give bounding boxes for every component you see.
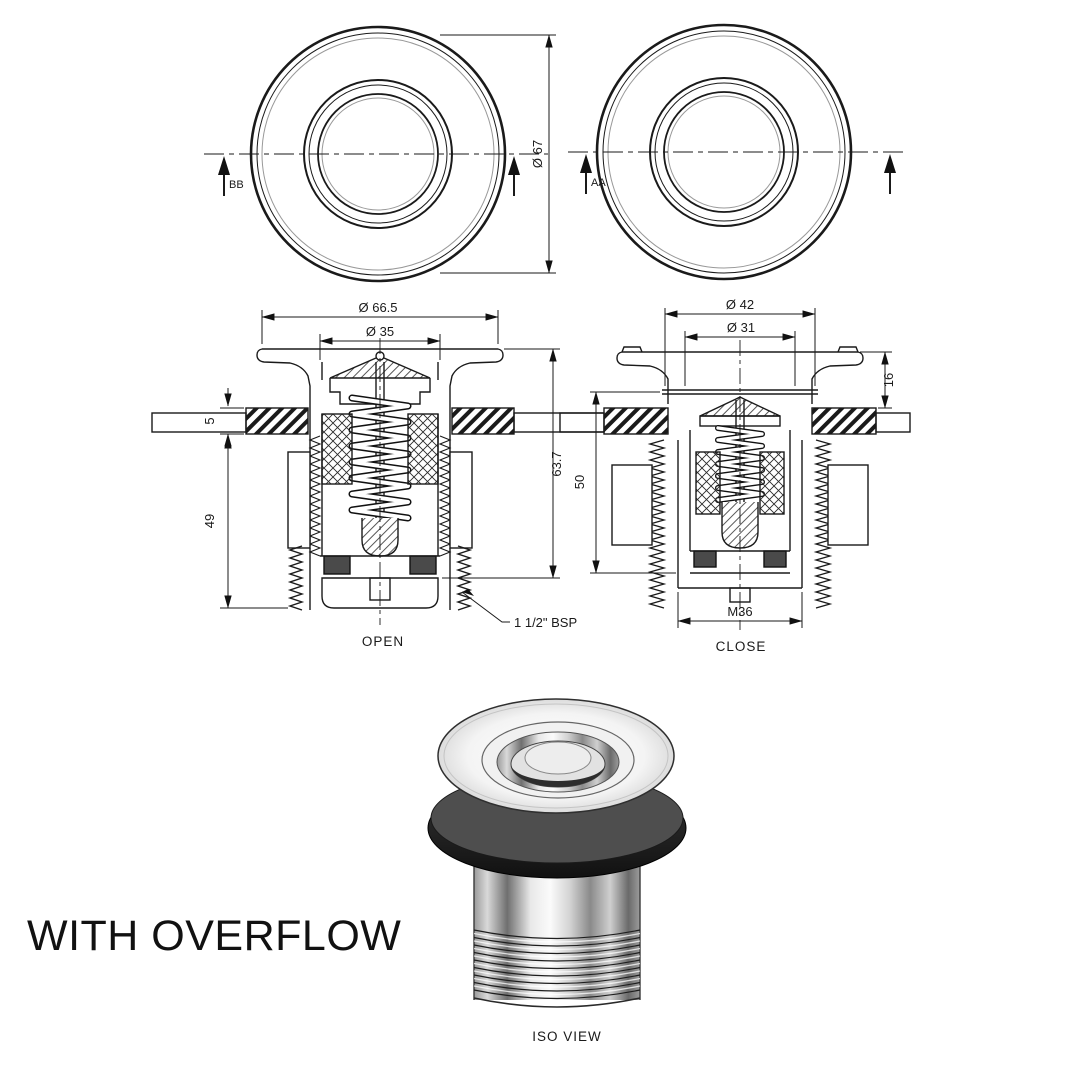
section-arrow-aa-left xyxy=(580,154,592,194)
section-view-open xyxy=(151,310,609,625)
sink-plate-left xyxy=(559,412,605,433)
dim-label-open-thread-length: 49 xyxy=(202,514,217,528)
packing-crosshatch-right xyxy=(759,451,785,515)
inner-thread-right xyxy=(438,435,452,557)
sink-plate-right xyxy=(875,412,911,433)
backnut-right xyxy=(449,451,473,549)
section-arrow-bb-left xyxy=(218,156,230,196)
external-thread-left xyxy=(287,545,305,611)
iso-overflow-gap xyxy=(511,764,605,787)
backnut-right xyxy=(827,464,869,546)
dims-open xyxy=(220,310,560,623)
view-label-open: OPEN xyxy=(362,634,404,649)
dim-label-close-cap-dia: Ø 42 xyxy=(726,297,754,312)
dims-close xyxy=(590,308,892,628)
packing-crosshatch-left xyxy=(321,413,353,485)
bsp-leader xyxy=(461,591,510,623)
bottom-cup xyxy=(321,577,439,609)
dim-top-outer-dia xyxy=(440,34,556,274)
seal-left xyxy=(693,550,717,568)
sink-deck-right xyxy=(451,407,515,435)
flange-profile xyxy=(256,348,504,402)
flange-profile xyxy=(616,351,864,404)
iso-plug-top xyxy=(524,741,592,775)
dim-label-open-thread-spec: 1 1/2" BSP xyxy=(514,615,577,630)
sink-deck-left xyxy=(245,407,309,435)
dim-label-open-inner-dia: Ø 35 xyxy=(366,324,394,339)
sink-deck-right xyxy=(811,407,877,435)
backnut-left xyxy=(611,464,653,546)
top-view-bb xyxy=(204,25,556,283)
iso-flange xyxy=(437,698,675,814)
view-label-iso: ISO VIEW xyxy=(532,1029,602,1044)
dim-label-open-flange-dia: Ø 66.5 xyxy=(358,300,397,315)
backnut-left xyxy=(287,451,311,549)
seal-right xyxy=(409,555,437,575)
dim-label-close-thread-spec: M36 xyxy=(727,604,752,619)
section-label-bb: BB xyxy=(229,179,244,191)
packing-crosshatch-right xyxy=(407,413,439,485)
view-label-close: CLOSE xyxy=(716,639,767,654)
iso-view xyxy=(427,698,687,1008)
section-view-close xyxy=(559,308,911,630)
seal-right xyxy=(763,550,787,568)
dim-label-open-deck-thickness: 5 xyxy=(202,417,217,424)
dim-label-top-outer-dia: Ø 67 xyxy=(530,140,545,168)
inner-thread-left xyxy=(308,435,322,557)
packing-crosshatch-left xyxy=(695,451,721,515)
variant-title: WITH OVERFLOW xyxy=(27,912,402,960)
sink-plate-right xyxy=(513,412,609,433)
sink-deck-left xyxy=(603,407,669,435)
top-view-aa xyxy=(568,23,906,281)
dim-label-close-inner-dia: Ø 31 xyxy=(727,320,755,335)
dim-label-close-body-length: 50 xyxy=(572,475,587,489)
section-arrow-aa-right xyxy=(884,154,896,194)
sink-plate-left xyxy=(151,412,247,433)
dim-label-open-overall-height: 63.7 xyxy=(549,451,564,476)
seal-left xyxy=(323,555,351,575)
dim-label-close-cap-height: 16 xyxy=(881,373,896,387)
section-arrow-bb-right xyxy=(508,156,520,196)
section-label-aa: AA xyxy=(591,177,606,189)
